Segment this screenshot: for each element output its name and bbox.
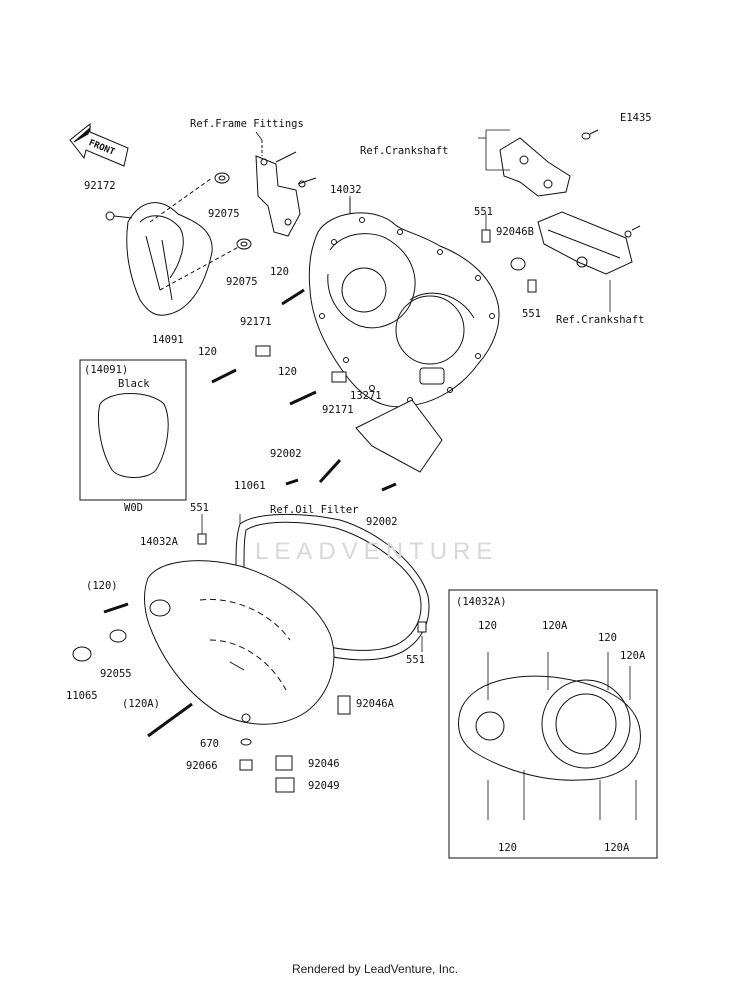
oil-filter-pipe [285,458,397,492]
ref-oil-filter: Ref.Oil Filter [270,504,359,516]
part-92002-a: 92002 [270,448,302,460]
inset-bolt-top-2: 120 [598,632,617,644]
part-551-d: 551 [406,654,425,666]
clamp-92171-b [331,371,347,383]
part-120-a: 120 [270,266,289,278]
washer-670 [240,738,252,746]
part-551-c: 551 [190,502,209,514]
collar-92075-upper [214,172,230,184]
part-551-b: 551 [522,308,541,320]
footer-credit: Rendered by LeadVenture, Inc. [291,962,459,976]
bolt-120-b [211,368,237,384]
inset-bolt-top-3: 120A [620,650,646,662]
inset-cover-code: W0D [124,502,143,514]
part-92002-b: 92002 [366,516,398,528]
dowel-551-lower-right [417,621,427,633]
part-92075-a: 92075 [208,208,240,220]
seal-92049 [275,777,295,793]
inset-bolt-bottom-1: 120A [604,842,630,854]
part-670: 670 [200,738,219,750]
inset-bolt-box [448,589,658,859]
collar-92046a [337,695,351,715]
part-92172: 92172 [84,180,116,192]
collar-92075-lower [236,238,252,250]
part-120-b: 120 [198,346,217,358]
dowel-551-upper [481,229,491,243]
plug-92066 [239,759,253,771]
dowel-551-lower-left [197,533,207,545]
diagram-code: E1435 [620,112,652,124]
part-92055: 92055 [100,668,132,680]
part-14032a: 14032A [140,536,178,548]
part-11061: 11061 [234,480,266,492]
outer-cover-14032a [144,560,335,725]
part-92171-a: 92171 [240,316,272,328]
part-92075-b: 92075 [226,276,258,288]
part-92046b: 92046B [496,226,534,238]
inset-bolt-title: (14032A) [456,596,507,608]
part-14032: 14032 [330,184,362,196]
bolt-120-paren [103,602,129,614]
part-92066: 92066 [186,760,218,772]
bolt-120-c [289,390,317,406]
bolt-120a-paren [147,702,193,738]
clamp-92171-a [255,345,271,357]
o-ring-92055 [109,629,127,643]
plate-13271 [355,399,443,473]
inset-cover-title: (14091) [84,364,129,376]
bolt-120-a [281,288,305,306]
crankshaft-bracket-lower [537,211,641,275]
part-92049: 92049 [308,780,340,792]
watermark: LEADVENTURE [255,538,499,565]
part-92046: 92046 [308,758,340,770]
part-120-paren: (120) [86,580,118,592]
collar-92046 [275,755,293,771]
inset-bolt-cover [458,675,641,781]
dowel-551-right [527,279,537,293]
part-92046a: 92046A [356,698,394,710]
part-120a-paren: (120A) [122,698,160,710]
ref-crankshaft-bottom: Ref.Crankshaft [556,314,645,326]
inset-cover-color: Black [118,378,150,390]
frame-fitting-bracket [255,140,317,237]
front-arrow-icon [69,122,129,167]
inset-cover-drawing [98,393,169,478]
inset-cover-box [79,359,187,501]
side-cover-14091 [105,177,245,316]
collar-92046b [510,257,526,271]
part-14091: 14091 [152,334,184,346]
part-551-a: 551 [474,206,493,218]
part-11065: 11065 [66,690,98,702]
part-92171-b: 92171 [322,404,354,416]
inset-bolt-top-1: 120A [542,620,568,632]
inset-bolt-bottom-0: 120 [498,842,517,854]
ref-crankshaft-top: Ref.Crankshaft [360,145,449,157]
ref-frame-fittings: Ref.Frame Fittings [190,118,304,130]
cap-11065 [72,646,92,662]
part-120-c: 120 [278,366,297,378]
inner-cover-14032 [308,198,500,408]
crankshaft-bracket-upper [499,129,599,197]
part-13271: 13271 [350,390,382,402]
inset-bolt-top-0: 120 [478,620,497,632]
